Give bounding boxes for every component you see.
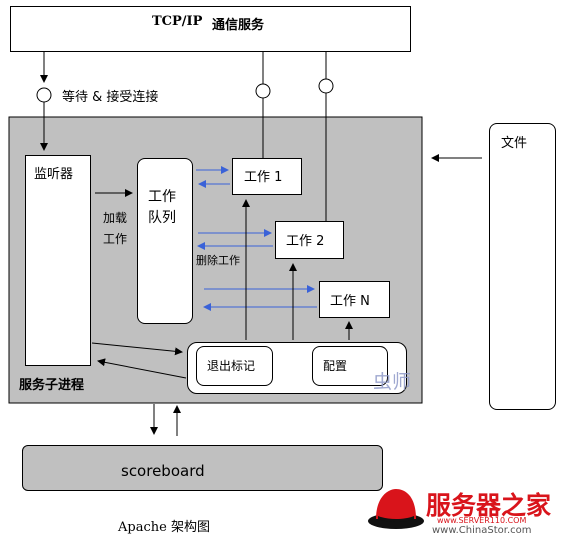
scoreboard-label: scoreboard: [121, 462, 205, 480]
worker-1-box: [232, 158, 302, 195]
delete-work-label: 删除工作: [196, 254, 240, 267]
exit-flag-box: [196, 346, 273, 386]
logo-url-1: www.SERVER110.COM: [437, 516, 527, 525]
wait-accept-label: 等待 & 接受连接: [62, 90, 159, 105]
load-work-label-2: 工作: [103, 232, 128, 246]
logo-hat-icon: [368, 489, 424, 529]
config-label: 配置: [323, 359, 348, 373]
file-label: 文件: [501, 136, 528, 151]
socket-circle-worker2: [318, 78, 334, 94]
file-box: [489, 123, 556, 410]
work-queue-box: [137, 158, 193, 324]
listener-label: 监听器: [34, 167, 74, 182]
work-queue-label-1: 工作: [148, 189, 176, 205]
control-to-listener-arrow: [97, 358, 187, 379]
load-work-label-1: 加载: [103, 211, 128, 225]
socket-circle-worker1: [255, 83, 271, 99]
worker-2-label: 工作 2: [286, 234, 325, 249]
tcpip-service-box: [10, 6, 411, 52]
worker-n-label: 工作 N: [330, 294, 370, 309]
worker-2-box: [275, 221, 344, 259]
config-box: [312, 346, 388, 386]
worker-n-box: [319, 281, 390, 318]
worker-1-label: 工作 1: [244, 170, 283, 185]
diagram-caption: Apache 架构图: [118, 520, 210, 535]
tcpip-service-label: 通信服务: [212, 18, 265, 33]
logo-title: 服务器之家: [426, 491, 552, 520]
listener-to-control-arrow: [91, 342, 183, 356]
scoreboard-box: [22, 445, 383, 491]
work-queue-label-2: 队列: [148, 210, 176, 226]
logo-url-2: www.ChinaStor.com: [432, 525, 532, 536]
child-process-label: 服务子进程: [19, 378, 85, 393]
listener-box: [25, 155, 91, 366]
connection-socket-circle: [36, 87, 52, 103]
tcpip-protocol-label: TCP/IP: [152, 14, 203, 29]
exit-flag-label: 退出标记: [207, 359, 256, 373]
watermark-text: 虫师: [373, 371, 412, 393]
